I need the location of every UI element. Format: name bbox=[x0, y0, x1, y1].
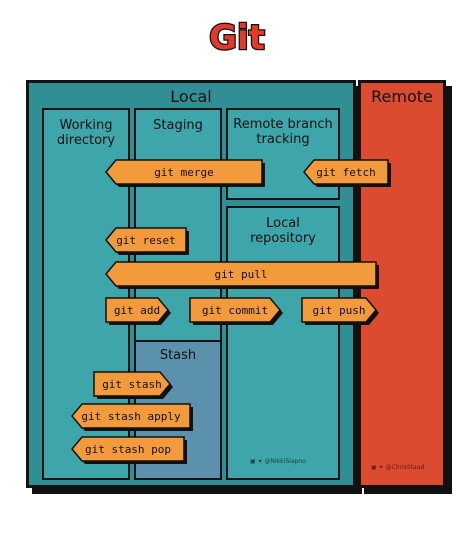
arrow-shape bbox=[105, 159, 265, 187]
linkedin-icon: ▣ bbox=[250, 458, 256, 465]
remote-title: Remote bbox=[371, 87, 433, 106]
git-merge-label: git merge bbox=[154, 165, 214, 179]
git-add-label: git add bbox=[113, 303, 161, 317]
git-fetch-arrow: git fetch bbox=[303, 159, 391, 187]
arrow-shape bbox=[303, 159, 391, 187]
local-credit: ▣ ✦ @NikkiSiapno bbox=[250, 458, 306, 465]
git-stash-apply-arrow: git stash apply bbox=[71, 403, 193, 431]
diagram-title: Git bbox=[0, 12, 474, 62]
remote-tracking-title: Remote branch tracking bbox=[233, 117, 333, 147]
git-add-arrow: git add bbox=[105, 297, 171, 325]
git-fetch-label: git fetch bbox=[316, 165, 376, 179]
arrow-shape bbox=[105, 297, 171, 325]
title-text: Git bbox=[209, 18, 265, 58]
arrow-shape bbox=[189, 297, 283, 325]
git-stash-pop-label: git stash pop bbox=[84, 442, 172, 456]
arrow-shape bbox=[105, 227, 189, 255]
git-stash-apply-label: git stash apply bbox=[81, 409, 181, 423]
local-repository-box: Local repository ▣ ✦ @NikkiSiapno bbox=[226, 206, 340, 480]
twitter-icon: ✦ bbox=[378, 464, 384, 471]
git-stash-pop-arrow: git stash pop bbox=[71, 436, 187, 464]
working-directory-title: Working directory bbox=[56, 118, 116, 148]
twitter-icon: ✦ bbox=[257, 458, 263, 465]
git-stash-arrow: git stash bbox=[93, 371, 173, 399]
git-reset-label: git reset bbox=[116, 233, 176, 247]
local-repository-title: Local repository bbox=[250, 216, 316, 246]
git-reset-arrow: git reset bbox=[105, 227, 189, 255]
arrow-shape bbox=[301, 297, 379, 325]
arrow-shape bbox=[93, 371, 173, 399]
git-push-arrow: git push bbox=[301, 297, 379, 325]
local-credit-text: @NikkiSiapno bbox=[264, 458, 306, 465]
arrow-shape bbox=[105, 261, 379, 289]
git-commit-arrow: git commit bbox=[189, 297, 283, 325]
git-commit-label: git commit bbox=[201, 303, 269, 317]
staging-title: Staging bbox=[153, 118, 203, 133]
git-merge-arrow: git merge bbox=[105, 159, 265, 187]
remote-credit-text: @ChrisStaud bbox=[385, 464, 425, 471]
arrow-shape bbox=[71, 403, 193, 431]
stash-title: Stash bbox=[159, 348, 197, 363]
remote-credit: ▣ ✦ @ChrisStaud bbox=[371, 464, 424, 471]
arrow-shape bbox=[71, 436, 187, 464]
linkedin-icon: ▣ bbox=[371, 464, 377, 471]
git-pull-label: git pull bbox=[214, 267, 268, 281]
local-title: Local bbox=[170, 87, 212, 106]
git-pull-arrow: git pull bbox=[105, 261, 379, 289]
git-push-label: git push bbox=[312, 303, 366, 317]
git-stash-label: git stash bbox=[102, 377, 162, 391]
